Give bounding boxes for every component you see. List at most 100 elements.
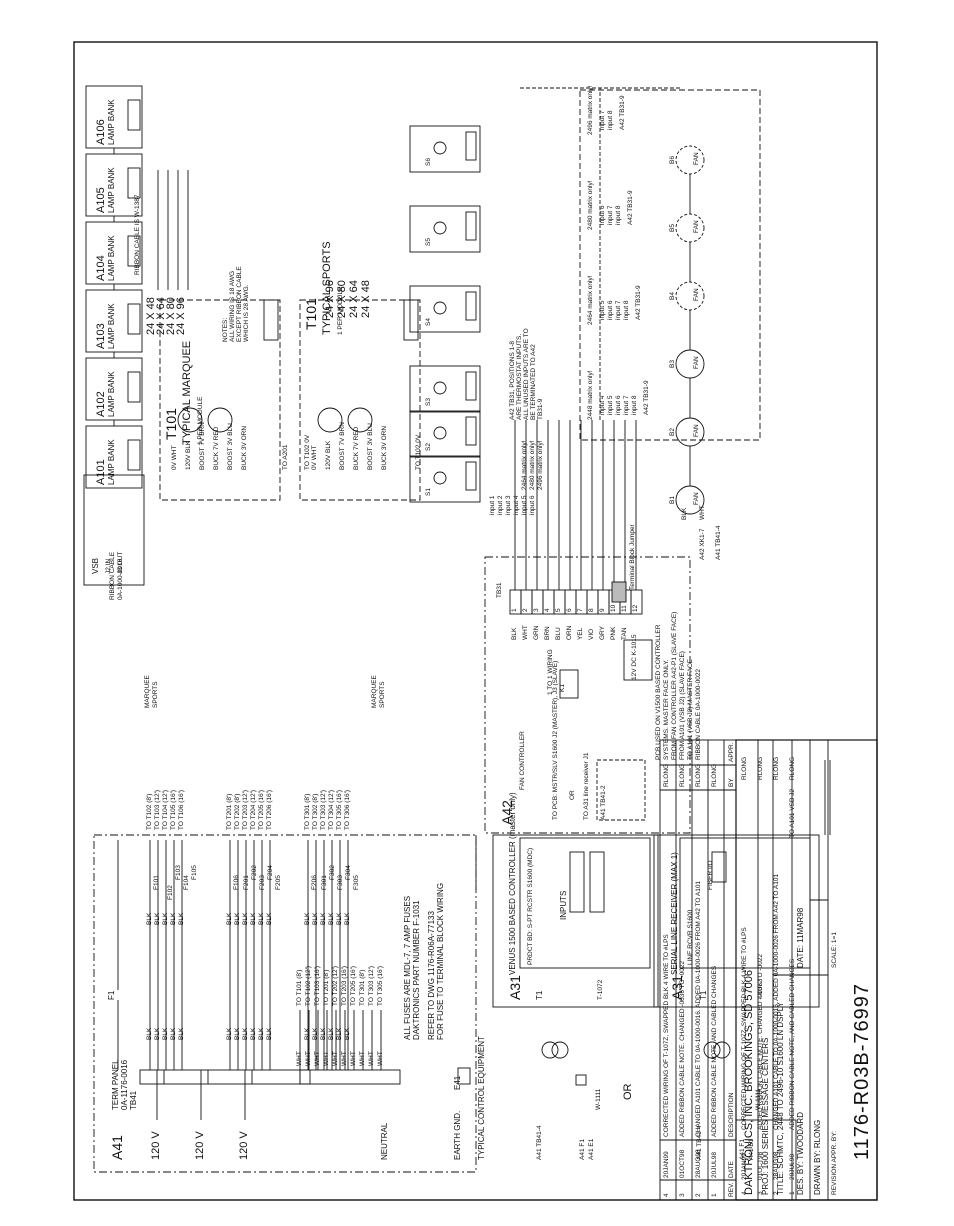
input-jacks xyxy=(589,851,605,913)
fan-label: FAN xyxy=(693,288,700,301)
matrix-input: input 7 xyxy=(615,300,622,320)
rev-number: 1 xyxy=(789,1191,796,1195)
matrix-title: 2448 matrix only! xyxy=(587,370,594,421)
rev-by: RLONG xyxy=(679,763,686,787)
rev-description: CHANGED A101 CABLE TO 0A-1000-0016. ADDE… xyxy=(773,873,780,1130)
xfmr-coil xyxy=(347,407,373,433)
fuse-label: F204 xyxy=(267,865,274,880)
thermostat-label: S1 xyxy=(425,488,432,496)
p5-conn xyxy=(403,299,419,341)
venus-pcb xyxy=(519,837,651,969)
a42-note: TO A101 (VSB J2) MASTER FACE xyxy=(687,658,694,760)
neutral-out: TO T201 (8') xyxy=(323,969,330,1006)
wire-color: BLK xyxy=(328,1027,335,1040)
thermostat-plug xyxy=(465,416,477,446)
rev-date: 20JUL98 xyxy=(711,1151,718,1178)
voltage-input: 120 V xyxy=(238,1131,250,1160)
to-t102: TO T102 0V xyxy=(415,434,422,470)
wire-color: BLK xyxy=(234,912,241,925)
tb31-color: TAN xyxy=(621,627,628,640)
date: DATE: 11MAR98 xyxy=(796,907,805,968)
line-rcvr-label: LINE RCVR S1600 xyxy=(687,909,694,965)
marquee-label: MARQUEE xyxy=(144,675,151,708)
tb31-pos: 11 xyxy=(621,605,628,612)
fan-k: A42 XK1-7 xyxy=(699,528,706,560)
wire-color: BLK xyxy=(344,1027,351,1040)
neutral-out: TO T202 (12') xyxy=(332,965,339,1006)
term-panel-part: 0A-1176-0016 xyxy=(120,1059,129,1110)
fuse-label: F103 xyxy=(175,865,182,880)
wire-color: WHT xyxy=(314,1051,321,1066)
tb41: TB41 xyxy=(129,1090,138,1110)
wire-color: BLK xyxy=(304,1027,311,1040)
matrix-title: 2480 matrix only! xyxy=(587,180,594,231)
wire-color: WHT xyxy=(368,1051,375,1066)
wire-color: BLK xyxy=(320,1027,327,1040)
tb31-color: BLK xyxy=(511,627,518,640)
transformer-out: TO T102 (8') xyxy=(146,793,153,830)
matrix-only: 2464 matrix only! xyxy=(521,440,528,491)
lamp-bank-label: LAMP BANK xyxy=(107,303,116,349)
wire-color: BLK xyxy=(226,912,233,925)
rev-by: RLONG xyxy=(711,763,718,787)
xfmr-part: T-1072 xyxy=(597,979,604,1000)
voltage-input: 120 V xyxy=(150,1131,162,1160)
tb31-pos: 8 xyxy=(588,608,595,612)
venus-pcb-label: PRDCT BD: S-PT RCSTR S1600 (MDC) xyxy=(527,847,534,965)
thermostat-plug xyxy=(465,371,477,401)
k1: K1 xyxy=(559,684,566,692)
rev-header: APPR. xyxy=(728,742,735,762)
matrix-input: input 8 xyxy=(623,300,630,320)
xfmr-part: T-1072 xyxy=(757,979,764,1000)
matrix-input: input 8 xyxy=(607,110,614,130)
lamp-bank-label: LAMP BANK xyxy=(107,235,116,281)
or-small: OR xyxy=(569,790,576,800)
xfmr-coil xyxy=(207,407,233,433)
matrix-size: 24 X 96 xyxy=(324,280,336,318)
fuse-label: F203 xyxy=(259,875,266,890)
fuse-label: F304 xyxy=(345,865,352,880)
fan-blk: BLK xyxy=(681,507,688,520)
t1-coil xyxy=(551,1041,569,1059)
fan-tb: A41 TB41-4 xyxy=(715,525,722,560)
xfmr-tap: BOOST 7V BRN xyxy=(199,422,206,470)
thermostat-coil xyxy=(433,381,447,395)
tb31-color: BLU xyxy=(555,627,562,640)
wire-color: WHT xyxy=(341,1051,348,1066)
module-title: TYPICAL MARQUEE xyxy=(181,340,193,445)
term-panel: TERM PANEL xyxy=(111,1059,120,1110)
marquee-label: MARQUEE xyxy=(371,675,378,708)
tb31-pos: 5 xyxy=(555,608,562,612)
wire-color: WHT xyxy=(359,1051,366,1066)
wire-color: BLK xyxy=(154,912,161,925)
wire-color: BLK xyxy=(336,1027,343,1040)
fan-id: B4 xyxy=(669,292,676,300)
fuse-note: ALL FUSES ARE MDL-7, 7 AMP FUSES xyxy=(403,895,412,1040)
module-box xyxy=(159,299,281,501)
tb31-9: A42 TB31-9 xyxy=(627,190,634,225)
thermostat-coil xyxy=(433,471,447,485)
transformer-out: TO T106 (16') xyxy=(178,789,185,830)
tb31-pos: 6 xyxy=(566,608,573,612)
matrix-size: 24 X 80 xyxy=(336,280,348,318)
transformer-out: TO T305 (16') xyxy=(336,789,343,830)
wire-color: BLK xyxy=(178,1027,185,1040)
tb31-color: ORN xyxy=(566,625,573,640)
fuse-label: F102 xyxy=(167,885,174,900)
lamp-conn xyxy=(127,303,141,335)
wire-color: BLK xyxy=(146,912,153,925)
rev-by: RLONG xyxy=(789,756,796,780)
a42-note: PCB USED ON V1500 BASED CONTROLLER xyxy=(655,624,662,760)
t1-coil xyxy=(703,1041,721,1059)
neutral-out: TO T101 (8') xyxy=(296,969,303,1006)
wire-color: BLK xyxy=(258,912,265,925)
matrix-input: input 6 xyxy=(607,300,614,320)
neutral-bar xyxy=(299,1069,401,1085)
thermostat-plug xyxy=(465,291,477,321)
choke xyxy=(575,1074,587,1086)
p5-conn xyxy=(263,299,279,341)
to-t102: TO T102 0V xyxy=(304,434,311,470)
rev-number: 2 xyxy=(695,1193,702,1197)
matrix-title: 2496 matrix only! xyxy=(587,85,594,136)
